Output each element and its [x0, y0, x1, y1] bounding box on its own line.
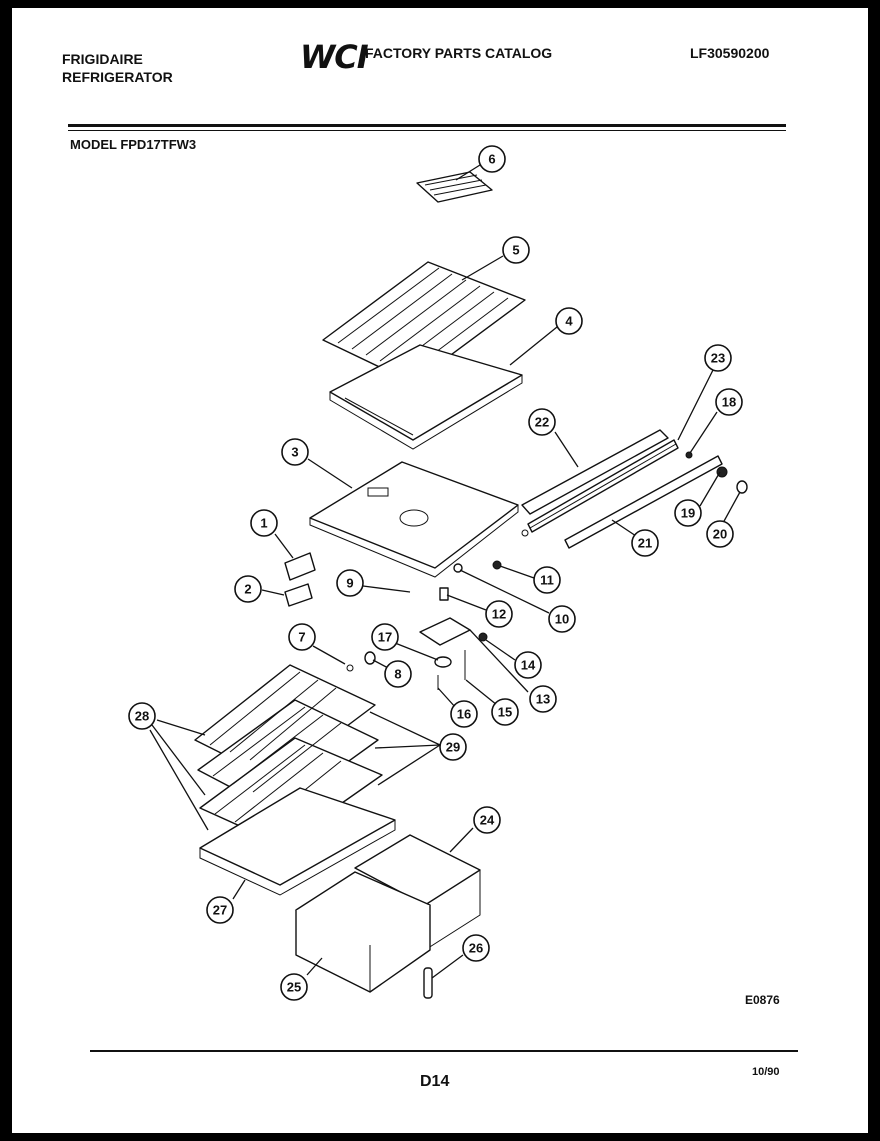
footer-rule [90, 1050, 798, 1052]
svg-text:5: 5 [512, 243, 519, 258]
callout-20: 20 [706, 520, 734, 548]
svg-text:12: 12 [492, 607, 506, 622]
svg-text:19: 19 [681, 506, 695, 521]
part-23-channel [527, 439, 679, 533]
callout-11: 11 [533, 566, 561, 594]
part-26-handle [423, 967, 433, 999]
callout-4: 4 [555, 307, 583, 335]
svg-text:1: 1 [260, 516, 267, 531]
part-27-frame [199, 787, 396, 896]
callout-7: 7 [288, 623, 316, 651]
svg-text:27: 27 [213, 903, 227, 918]
svg-text:16: 16 [457, 707, 471, 722]
callout-5: 5 [502, 236, 530, 264]
callout-13: 13 [529, 685, 557, 713]
callout-16: 16 [450, 700, 478, 728]
callout-29: 29 [439, 733, 467, 761]
svg-text:8: 8 [394, 667, 401, 682]
part-5-cover-grille [322, 261, 526, 384]
part-6-grille [416, 171, 493, 203]
catalog-date: 10/90 [752, 1066, 780, 1078]
callout-21: 21 [631, 529, 659, 557]
callout-6: 6 [478, 145, 506, 173]
header-rule-bottom [68, 130, 786, 131]
svg-text:15: 15 [498, 705, 512, 720]
callout-10: 10 [548, 605, 576, 633]
brand-block: FRIGIDAIRE REFRIGERATOR [62, 50, 173, 86]
callout-2: 2 [234, 575, 262, 603]
part-21-rail [564, 451, 748, 549]
callout-15: 15 [491, 698, 519, 726]
parts-28-29-shelves [194, 664, 383, 846]
brand-name: FRIGIDAIRE [62, 51, 143, 67]
callout-25: 25 [280, 973, 308, 1001]
callout-23: 23 [704, 344, 732, 372]
svg-text:21: 21 [638, 536, 652, 551]
wci-logo: WCI [300, 38, 369, 76]
svg-text:18: 18 [722, 395, 736, 410]
svg-text:11: 11 [540, 573, 554, 588]
callout-28: 28 [128, 702, 156, 730]
svg-text:29: 29 [446, 740, 460, 755]
callout-9: 9 [336, 569, 364, 597]
callout-12: 12 [485, 600, 513, 628]
header-rule-top [68, 124, 786, 127]
part-2-bracket [284, 583, 313, 607]
product-type: REFRIGERATOR [62, 69, 173, 85]
callout-17: 17 [371, 623, 399, 651]
part-1-bracket [284, 552, 316, 581]
part-3-cover [309, 461, 519, 578]
svg-text:23: 23 [711, 351, 725, 366]
page-number: D14 [420, 1073, 450, 1090]
callout-27: 27 [206, 896, 234, 924]
catalog-number: LF30590200 [690, 45, 770, 61]
illustration-code: E0876 [745, 993, 780, 1007]
part-22-rail [521, 429, 669, 537]
svg-text:24: 24 [480, 813, 495, 828]
svg-text:20: 20 [713, 527, 727, 542]
callout-8: 8 [384, 660, 412, 688]
svg-text:17: 17 [378, 630, 392, 645]
svg-text:10: 10 [555, 612, 569, 627]
svg-text:14: 14 [521, 658, 536, 673]
callout-22: 22 [528, 408, 556, 436]
svg-text:3: 3 [291, 445, 298, 460]
callout-3: 3 [281, 438, 309, 466]
svg-text:28: 28 [135, 709, 149, 724]
svg-text:2: 2 [244, 582, 251, 597]
callout-1: 1 [250, 509, 278, 537]
svg-text:6: 6 [488, 152, 495, 167]
svg-text:13: 13 [536, 692, 550, 707]
callout-24: 24 [473, 806, 501, 834]
callout-26: 26 [462, 934, 490, 962]
svg-text:9: 9 [346, 576, 353, 591]
callout-19: 19 [674, 499, 702, 527]
callout-18: 18 [715, 388, 743, 416]
callout-14: 14 [514, 651, 542, 679]
leader-lines [149, 164, 741, 979]
svg-text:22: 22 [535, 415, 549, 430]
part-25-drawer [295, 871, 431, 993]
svg-text:4: 4 [565, 314, 573, 329]
svg-text:25: 25 [287, 980, 301, 995]
small-hardware [346, 560, 502, 690]
catalog-title: FACTORY PARTS CATALOG [365, 45, 553, 61]
model-label: MODEL FPD17TFW3 [70, 137, 197, 152]
svg-text:26: 26 [469, 941, 483, 956]
part-4-cover-frame [329, 344, 523, 450]
svg-text:7: 7 [298, 630, 305, 645]
